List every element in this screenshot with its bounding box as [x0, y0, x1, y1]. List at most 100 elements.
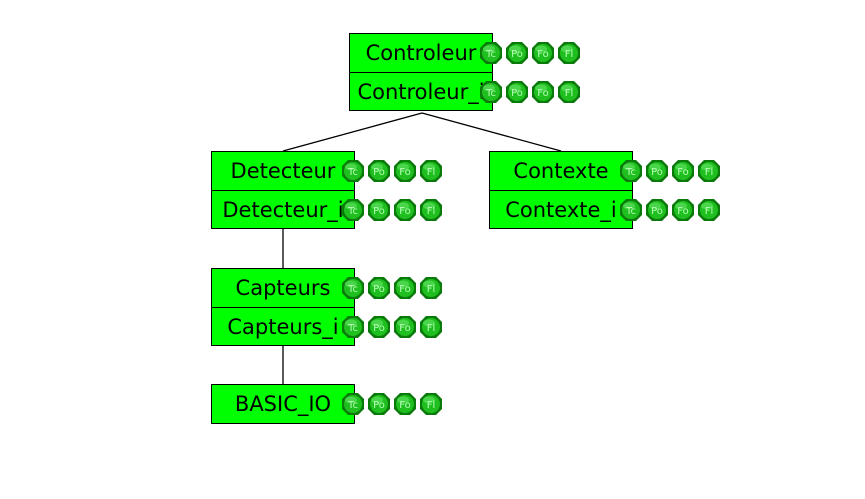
badge-group: Tc Po Fo Fl	[619, 198, 721, 222]
badge-label: Fo	[399, 167, 411, 178]
badge-group: Tc Po Fo Fl	[341, 392, 443, 416]
badge-fl-icon: Fl	[698, 160, 720, 182]
badge-po-icon: Po	[368, 199, 390, 221]
badge-fo-icon: Fo	[532, 42, 554, 64]
edge-controleur-detecteur	[282, 112, 423, 152]
badge-label: Po	[373, 400, 385, 411]
node-basic-io-name: BASIC_IO	[234, 392, 332, 416]
badge-label: Fl	[427, 323, 436, 334]
node-detecteur-impl: Detecteur_i	[222, 198, 344, 222]
badge-label: Po	[373, 323, 385, 334]
badge-label: Fl	[705, 167, 714, 178]
badge-tc-icon: Tc	[480, 81, 502, 103]
badge-label: Fl	[427, 167, 436, 178]
badge-tc-icon: Tc	[342, 277, 364, 299]
badge-fl-icon: Fl	[698, 199, 720, 221]
badge-label: Tc	[625, 206, 636, 217]
badge-po-icon: Po	[506, 81, 528, 103]
badge-fo-icon: Fo	[532, 81, 554, 103]
badge-fl-icon: Fl	[420, 316, 442, 338]
badge-fl-icon: Fl	[420, 160, 442, 182]
node-basic-io-name-row: BASIC_IO Tc Po Fo Fl	[212, 385, 442, 423]
badge-group: Tc Po Fo Fl	[341, 198, 443, 222]
badge-label: Fl	[565, 49, 574, 60]
node-controleur-name: Controleur	[365, 41, 477, 65]
badge-fl-icon: Fl	[558, 42, 580, 64]
badge-po-icon: Po	[368, 316, 390, 338]
badge-fo-icon: Fo	[394, 277, 416, 299]
badge-label: Po	[511, 49, 523, 60]
node-detecteur-impl-row: Detecteur_i Tc Po Fo Fl	[212, 190, 442, 228]
badge-tc-icon: Tc	[342, 199, 364, 221]
badge-label: Po	[373, 284, 385, 295]
badge-group: Tc Po Fo Fl	[479, 80, 581, 104]
badge-fl-icon: Fl	[420, 199, 442, 221]
badge-label: Tc	[347, 206, 358, 217]
edge-controleur-contexte	[421, 112, 562, 152]
badge-tc-icon: Tc	[620, 199, 642, 221]
badge-fl-icon: Fl	[558, 81, 580, 103]
badge-po-icon: Po	[368, 277, 390, 299]
badge-tc-icon: Tc	[620, 160, 642, 182]
badge-label: Fo	[677, 206, 689, 217]
badge-tc-icon: Tc	[342, 316, 364, 338]
badge-tc-icon: Tc	[342, 160, 364, 182]
badge-label: Fo	[399, 400, 411, 411]
node-capteurs-impl-row: Capteurs_i Tc Po Fo Fl	[212, 307, 442, 345]
badge-label: Fl	[427, 206, 436, 217]
badge-label: Fo	[537, 49, 549, 60]
badge-label: Fl	[427, 284, 436, 295]
badge-po-icon: Po	[646, 160, 668, 182]
badge-label: Po	[373, 206, 385, 217]
badge-fl-icon: Fl	[420, 393, 442, 415]
badge-po-icon: Po	[368, 393, 390, 415]
badge-tc-icon: Tc	[480, 42, 502, 64]
node-controleur-impl: Controleur_i	[357, 80, 485, 104]
badge-fo-icon: Fo	[672, 160, 694, 182]
badge-label: Po	[511, 88, 523, 99]
badge-fo-icon: Fo	[394, 393, 416, 415]
badge-group: Tc Po Fo Fl	[619, 159, 721, 183]
badge-group: Tc Po Fo Fl	[341, 159, 443, 183]
badge-label: Fl	[705, 206, 714, 217]
node-contexte-name: Contexte	[513, 159, 609, 183]
badge-label: Fl	[565, 88, 574, 99]
badge-label: Tc	[347, 323, 358, 334]
badge-group: Tc Po Fo Fl	[341, 276, 443, 300]
badge-label: Tc	[347, 400, 358, 411]
badge-tc-icon: Tc	[342, 393, 364, 415]
badge-fo-icon: Fo	[394, 199, 416, 221]
badge-label: Po	[373, 167, 385, 178]
badge-fo-icon: Fo	[672, 199, 694, 221]
badge-label: Fo	[677, 167, 689, 178]
badge-group: Tc Po Fo Fl	[341, 315, 443, 339]
badge-label: Fo	[537, 88, 549, 99]
node-controleur-name-row: Controleur Tc Po Fo Fl	[350, 34, 580, 72]
badge-label: Fl	[427, 400, 436, 411]
badge-group: Tc Po Fo Fl	[479, 41, 581, 65]
badge-label: Po	[651, 167, 663, 178]
node-capteurs-name: Capteurs	[235, 276, 331, 300]
badge-label: Fo	[399, 206, 411, 217]
badge-po-icon: Po	[646, 199, 668, 221]
badge-fl-icon: Fl	[420, 277, 442, 299]
node-capteurs-impl: Capteurs_i	[227, 315, 339, 339]
badge-label: Tc	[485, 88, 496, 99]
node-detecteur-name: Detecteur	[230, 159, 336, 183]
badge-label: Tc	[625, 167, 636, 178]
badge-po-icon: Po	[506, 42, 528, 64]
node-capteurs-name-row: Capteurs Tc Po Fo Fl	[212, 269, 442, 307]
node-controleur-impl-row: Controleur_i Tc Po Fo Fl	[350, 72, 580, 110]
node-contexte-name-row: Contexte Tc Po Fo Fl	[490, 152, 720, 190]
badge-label: Tc	[485, 49, 496, 60]
node-basic-io[interactable]: BASIC_IO Tc Po Fo Fl	[211, 384, 442, 424]
node-detecteur-name-row: Detecteur Tc Po Fo Fl	[212, 152, 442, 190]
badge-fo-icon: Fo	[394, 316, 416, 338]
